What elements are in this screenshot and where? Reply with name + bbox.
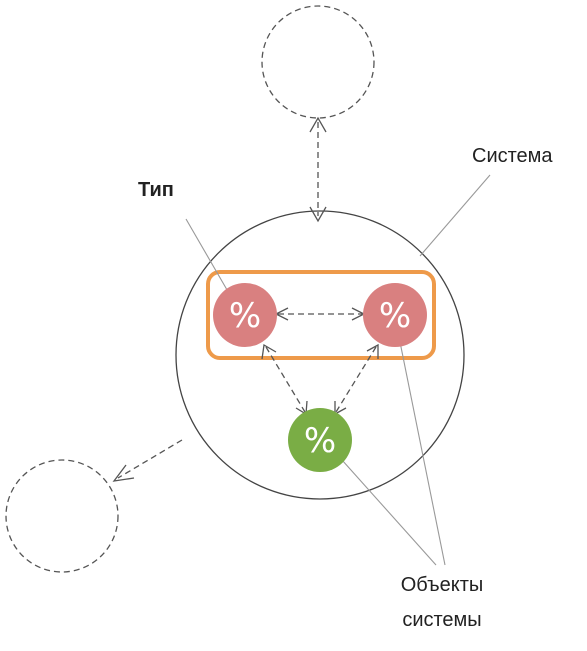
system-object-bottom-circle [288,408,352,472]
connector-left-to-right [274,307,366,321]
system-circle [175,210,465,500]
label-objects-line1: Объекты [401,574,483,596]
connector-system-to-left [112,439,183,482]
leader-line-objects-1 [341,459,437,566]
connector-right-to-bottom [334,343,379,416]
connector-top-to-system [309,116,327,223]
type-object-left: % [213,283,277,347]
type-object-left-circle [213,283,277,347]
leader-line-type [185,218,231,296]
leader-line-objects-2 [399,341,446,566]
type-object-right-symbol: % [379,296,411,336]
label-type: Тип [138,179,174,201]
external-system-bottom-left [5,459,119,573]
type-object-right-circle [363,283,427,347]
connector-left-to-bottom [261,343,308,416]
external-system-top [261,5,375,119]
label-system: Система [472,145,553,167]
label-objects-line2: системы [402,609,481,631]
type-object-right: % [363,283,427,347]
system-object-bottom-symbol: % [304,421,336,461]
leader-line-system [419,174,491,257]
type-object-left-symbol: % [229,296,261,336]
system-object-bottom: % [288,408,352,472]
type-outline [206,270,436,360]
